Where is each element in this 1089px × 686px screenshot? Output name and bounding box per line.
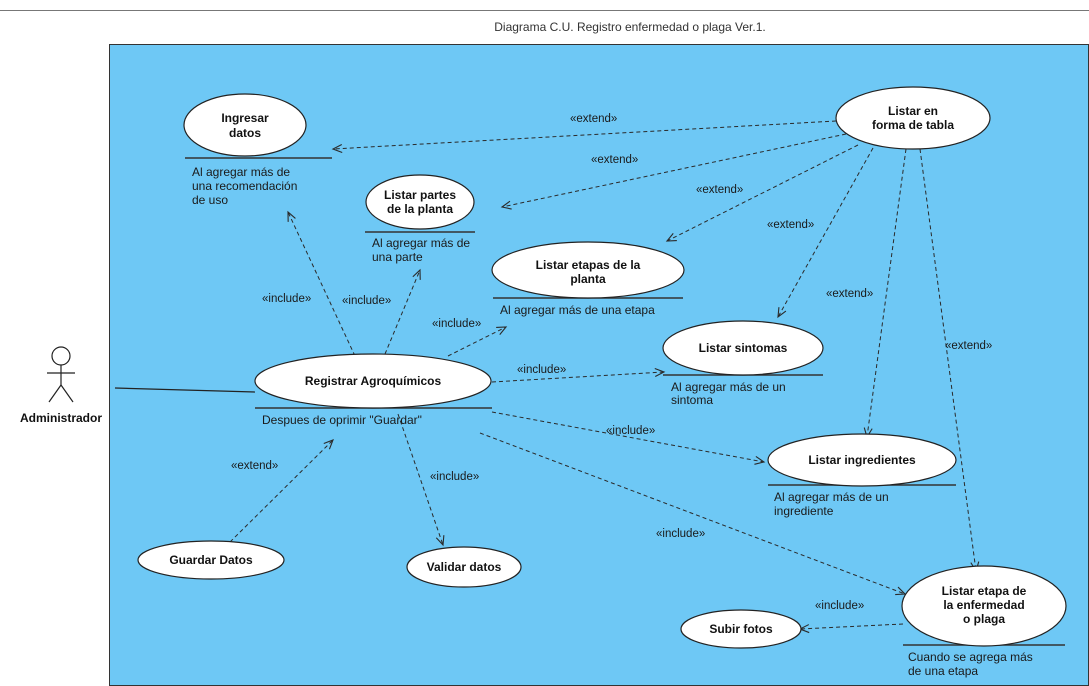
use-case-label: o plaga — [963, 612, 1005, 626]
include-label: «include» — [517, 364, 566, 376]
note-listar-etapa-enfermedad: Cuando se agrega más de una etapa — [908, 650, 1033, 678]
note-text: Al agregar más de — [372, 236, 470, 250]
use-case-label: Listar en — [888, 104, 938, 118]
note-text: ingrediente — [774, 504, 834, 518]
extend-label: «extend» — [826, 288, 873, 300]
actor-association — [114, 387, 256, 393]
use-case-label: de la planta — [387, 202, 453, 216]
extend-label: «extend» — [591, 154, 638, 166]
include-label: «include» — [815, 600, 864, 612]
note-text: Al agregar más de un — [671, 380, 786, 394]
note-listar-etapas: Al agregar más de una etapa — [500, 303, 655, 317]
use-case-label: datos — [229, 126, 261, 140]
note-listar-sintomas: Al agregar más de un sintoma — [671, 380, 786, 407]
note-text: Despues de oprimir "Guardar" — [262, 413, 422, 427]
note-text: de una etapa — [908, 664, 978, 678]
note-text: una recomendación — [192, 179, 297, 193]
top-rule — [0, 10, 1089, 11]
use-case-listar-ingredientes[interactable]: Listar ingredientes — [767, 433, 957, 487]
include-label: «include» — [342, 295, 391, 307]
note-text: sintoma — [671, 393, 713, 407]
use-case-label: Listar etapa de — [942, 584, 1027, 598]
extend-label: «extend» — [570, 113, 617, 125]
extend-label: «extend» — [231, 460, 278, 472]
include-label: «include» — [656, 528, 705, 540]
include-label: «include» — [432, 318, 481, 330]
use-case-label: Subir fotos — [709, 622, 773, 636]
include-label: «include» — [262, 293, 311, 305]
extend-label: «extend» — [945, 340, 992, 352]
note-text: Al agregar más de un — [774, 490, 889, 504]
use-case-label: Listar partes — [384, 188, 456, 202]
diagram-title: Diagrama C.U. Registro enfermedad o plag… — [494, 20, 766, 34]
note-registrar: Despues de oprimir "Guardar" — [262, 413, 422, 427]
extend-label: «extend» — [767, 219, 814, 231]
note-text: una parte — [372, 250, 423, 264]
use-case-label: forma de tabla — [872, 118, 954, 132]
relations — [229, 120, 980, 634]
use-case-label: Validar datos — [427, 560, 502, 574]
use-case-registrar-agroquimicos[interactable]: Registrar Agroquímicos — [254, 353, 492, 409]
actor-head — [51, 346, 71, 366]
include-label: «include» — [430, 471, 479, 483]
note-text: Al agregar más de una etapa — [500, 303, 655, 317]
use-case-label: Guardar Datos — [169, 553, 253, 567]
use-case-label: Ingresar — [221, 111, 269, 125]
note-text: Al agregar más de — [192, 165, 290, 179]
use-case-listar-partes[interactable]: Listar partes de la planta — [365, 174, 475, 230]
use-case-validar-datos[interactable]: Validar datos — [406, 546, 522, 588]
actor-administrador[interactable]: Administrador — [20, 346, 102, 425]
use-case-listar-etapas[interactable]: Listar etapas de la planta — [491, 241, 685, 299]
note-ingresar-datos: Al agregar más de una recomendación de u… — [192, 165, 297, 207]
use-case-listar-tabla[interactable]: Listar en forma de tabla — [835, 86, 991, 150]
use-case-subir-fotos[interactable]: Subir fotos — [680, 609, 802, 649]
use-case-listar-sintomas[interactable]: Listar sintomas — [662, 320, 824, 376]
use-case-label: Listar ingredientes — [808, 453, 916, 467]
extend-label: «extend» — [696, 184, 743, 196]
use-case-label: Registrar Agroquímicos — [305, 374, 442, 388]
use-case-label: Listar sintomas — [699, 341, 788, 355]
include-label: «include» — [606, 425, 655, 437]
note-listar-partes: Al agregar más de una parte — [372, 236, 470, 264]
note-text: de uso — [192, 193, 228, 207]
actor-label: Administrador — [20, 411, 102, 425]
use-case-ingresar-datos[interactable]: Ingresar datos — [183, 93, 307, 157]
note-listar-ingredientes: Al agregar más de un ingrediente — [774, 490, 889, 518]
note-text: Cuando se agrega más — [908, 650, 1033, 664]
use-case-label: la enfermedad — [943, 598, 1024, 612]
use-case-label: planta — [570, 272, 606, 286]
use-case-label: Listar etapas de la — [536, 258, 641, 272]
use-case-guardar-datos[interactable]: Guardar Datos — [137, 540, 285, 580]
use-case-listar-etapa-enfermedad[interactable]: Listar etapa de la enfermedad o plaga — [901, 565, 1067, 647]
relation-labels: «extend» «extend» «extend» «extend» «ext… — [231, 113, 992, 612]
